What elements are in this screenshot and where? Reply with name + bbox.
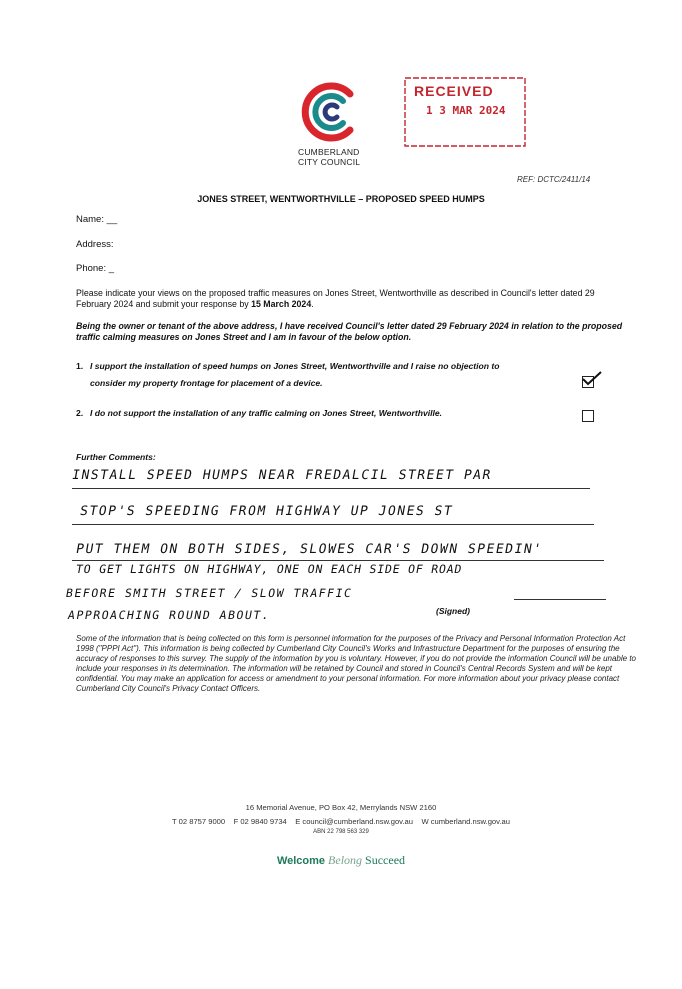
privacy-notice: Some of the information that is being co… [76,634,636,693]
tagline-belong: Belong [328,853,363,867]
option-2-text: I do not support the installation of any… [90,408,443,418]
address-label: Address: [76,239,114,250]
intro-deadline: 15 March 2024 [251,299,312,309]
comment-line-6: APPROACHING ROUND ABOUT. [66,608,272,622]
cumberland-logo-icon [301,82,354,142]
form-title: JONES STREET, WENTWORTHVILLE – PROPOSED … [197,194,485,204]
tagline: Welcome Belong Succeed [0,853,682,868]
option-1-line-1: 1. I support the installation of speed hu… [76,361,500,371]
phone-label: Phone: [76,263,107,274]
stamp-label: RECEIVED [414,83,494,99]
signed-label: (Signed) [436,606,470,616]
option-1-checkbox[interactable] [582,371,602,388]
signature-line [514,599,606,600]
option-2-checkbox[interactable] [582,410,594,422]
footer-abn: ABN 22 798 563 329 [313,829,369,835]
footer-email[interactable]: E council@cumberland.nsw.gov.au [295,817,413,826]
option-1-line-2: consider my property frontage for placem… [90,378,323,388]
footer-web[interactable]: W cumberland.nsw.gov.au [421,817,510,826]
intro-end: . [311,299,314,309]
phone-value[interactable]: _ [108,263,115,274]
name-label: Name: [76,214,104,225]
comment-line-2: STOP'S SPEEDING FROM HIGHWAY UP JONES ST [78,504,455,519]
intro-paragraph: Please indicate your views on the propos… [76,288,632,310]
footer-phone: T 02 8757 9000 [172,817,226,826]
comment-rule-1 [72,488,590,489]
footer-address: 16 Memorial Avenue, PO Box 42, Merryland… [245,803,437,812]
intro-text: Please indicate your views on the propos… [76,288,595,309]
check-mark-icon [582,371,602,386]
reference-number: REF: DCTC/2411/14 [517,175,591,184]
footer-fax: F 02 9840 9734 [233,817,287,826]
address-field: Address: [76,239,114,250]
comment-rule-2 [72,524,594,525]
footer-contacts: T 02 8757 9000 F 02 9840 9734 E council@… [0,817,682,826]
declaration-paragraph: Being the owner or tenant of the above a… [76,321,623,342]
name-field: Name: __ [76,214,117,225]
comment-line-1: INSTALL SPEED HUMPS NEAR FREDALCIL STREE… [70,468,494,483]
name-value[interactable]: __ [106,214,118,225]
tagline-welcome: Welcome [276,855,326,867]
logo-line-1: CUMBERLAND [298,147,360,157]
option-1-number: 1. [76,361,84,371]
stamp-border-icon [404,77,526,147]
option-2-number: 2. [76,408,84,418]
phone-field: Phone: _ [76,263,114,274]
comment-rule-3 [72,560,604,561]
logo-text: CUMBERLAND CITY COUNCIL [298,147,360,167]
option-2-line: 2. I do not support the installation of a… [76,408,442,418]
comment-line-3: PUT THEM ON BOTH SIDES, SLOWES CAR'S DOW… [74,542,544,557]
logo-line-2: CITY COUNCIL [298,157,361,167]
option-1-text: I support the installation of speed hump… [90,361,500,371]
comments-label: Further Comments: [76,452,156,462]
comment-line-4: TO GET LIGHTS ON HIGHWAY, ONE ON EACH SI… [74,562,464,576]
received-stamp: RECEIVED 1 3 MAR 2024 [404,77,526,147]
stamp-date: 1 3 MAR 2024 [426,104,506,117]
comment-line-5: BEFORE SMITH STREET / SLOW TRAFFIC [64,586,354,600]
tagline-succeed: Succeed [365,853,406,867]
